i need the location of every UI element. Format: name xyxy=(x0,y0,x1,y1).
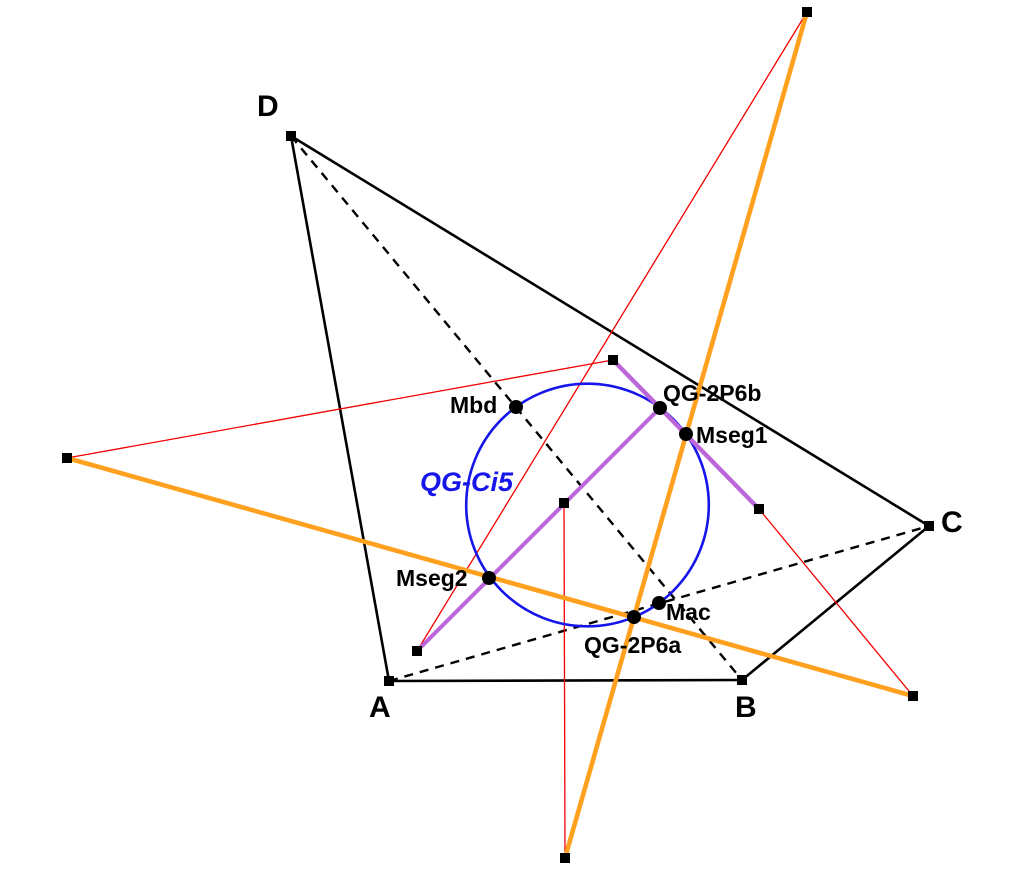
red-line-lowerleft-to-topright xyxy=(416,11,808,652)
label-circle-QG-Ci5: QG-Ci5 xyxy=(420,467,514,497)
marker-seg1-start xyxy=(608,355,618,365)
point-Mseg1 xyxy=(679,427,693,441)
label-Mseg1: Mseg1 xyxy=(696,422,768,448)
label-Mbd: Mbd xyxy=(450,392,498,418)
point-Mac xyxy=(652,596,666,610)
point-QG-2P6a xyxy=(627,610,641,624)
vertex-C-marker[interactable] xyxy=(924,521,934,531)
red-line-vertical xyxy=(563,502,566,859)
vertex-D-label: D xyxy=(257,90,279,123)
red-line-right-to-bottomright xyxy=(758,508,914,697)
vertex-C-label: C xyxy=(941,506,963,539)
label-QG-2P6a: QG-2P6a xyxy=(584,632,682,658)
marker-left xyxy=(62,453,72,463)
marker-seg1-end xyxy=(754,504,764,514)
circle-QG-Ci5 xyxy=(464,382,711,628)
vertex-B-marker[interactable] xyxy=(737,675,747,685)
point-QG-2P6b xyxy=(653,401,667,415)
label-Mac: Mac xyxy=(666,599,711,625)
marker-bottom-right xyxy=(908,691,918,701)
marker-bottom xyxy=(560,853,570,863)
edge-CD xyxy=(290,134,930,528)
red-line-left-to-top-mid xyxy=(66,359,614,459)
purple-segment-2 xyxy=(415,406,662,653)
vertex-A-label: A xyxy=(369,691,391,724)
point-Mbd xyxy=(509,400,523,414)
marker-seg2-start xyxy=(412,646,422,656)
vertex-A-marker[interactable] xyxy=(384,676,394,686)
vertex-B-label: B xyxy=(735,691,757,724)
edge-AB xyxy=(388,678,743,683)
vertex-D-marker[interactable] xyxy=(286,131,296,141)
marker-center xyxy=(559,498,569,508)
marker-top-right xyxy=(802,7,812,17)
label-Mseg2: Mseg2 xyxy=(396,565,468,591)
point-Mseg2 xyxy=(482,571,496,585)
label-QG-2P6b: QG-2P6b xyxy=(663,380,762,406)
